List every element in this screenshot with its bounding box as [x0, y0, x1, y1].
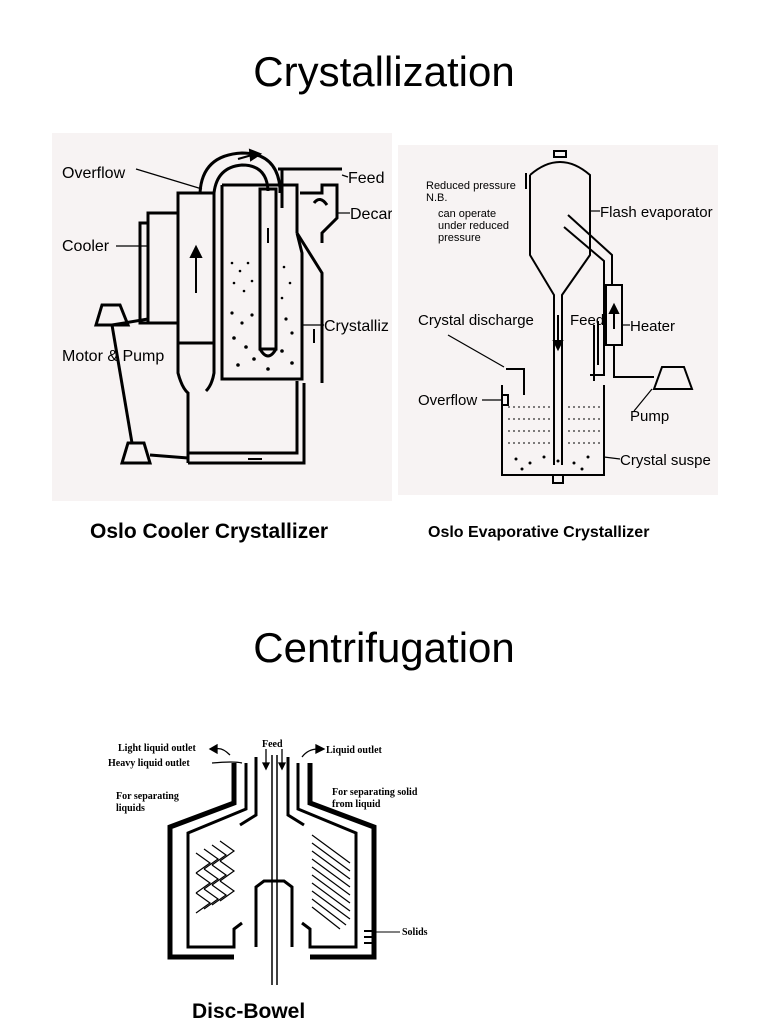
nb-label: N.B.: [426, 192, 447, 204]
under-reduced-label: under reduced: [438, 220, 509, 232]
cooler-decanter-label: Decar: [350, 206, 392, 223]
oslo-cooler-crystallizer-caption: Oslo Cooler Crystallizer: [90, 520, 329, 543]
oslo-cooler-crystallizer-diagram: Overflow Feed Decar Cooler Crystalliz Mo…: [52, 133, 392, 501]
pump-label: Pump: [630, 408, 669, 425]
disc-bowl-centrifuge-diagram: Light liquid outlet Heavy liquid outlet …: [108, 739, 428, 985]
separating-solid-label-1: For separating solid: [332, 787, 418, 798]
centrifuge-feed-label: Feed: [262, 739, 283, 750]
crystal-discharge-label: Crystal discharge: [418, 312, 534, 329]
can-operate-label: can operate: [438, 208, 496, 220]
evaporative-overflow-label: Overflow: [418, 392, 477, 409]
cooler-motor-pump-label: Motor & Pump: [62, 348, 164, 365]
crystallization-title: Crystallization: [253, 48, 515, 95]
oslo-evaporative-crystallizer-caption: Oslo Evaporative Crystallizer: [428, 524, 650, 541]
centrifugation-title: Centrifugation: [253, 624, 515, 671]
liquid-outlet-label: Liquid outlet: [326, 745, 383, 756]
separating-liquids-label-2: liquids: [116, 803, 145, 814]
evaporative-feed-label: Feed: [570, 312, 604, 329]
heater-label: Heater: [630, 318, 675, 335]
heavy-liquid-outlet-label: Heavy liquid outlet: [108, 758, 190, 769]
oslo-evaporative-crystallizer-diagram: Reduced pressure N.B. can operate under …: [398, 145, 718, 495]
disc-bowl-caption: Disc-Bowel: [192, 1000, 306, 1023]
cooler-label: Cooler: [62, 238, 110, 255]
reduced-pressure-label: Reduced pressure: [426, 180, 516, 192]
separating-solid-label-2: from liquid: [332, 799, 381, 810]
separating-liquids-label-1: For separating: [116, 791, 179, 802]
solids-label: Solids: [402, 927, 428, 938]
flash-evaporator-label: Flash evaporator: [600, 204, 713, 221]
cooler-overflow-label: Overflow: [62, 165, 126, 182]
cooler-crystallizer-label: Crystalliz: [324, 318, 389, 335]
crystal-suspension-label: Crystal suspe: [620, 452, 711, 469]
cooler-feed-label: Feed: [348, 170, 384, 187]
pressure-label: pressure: [438, 232, 481, 244]
light-liquid-outlet-label: Light liquid outlet: [118, 743, 196, 754]
